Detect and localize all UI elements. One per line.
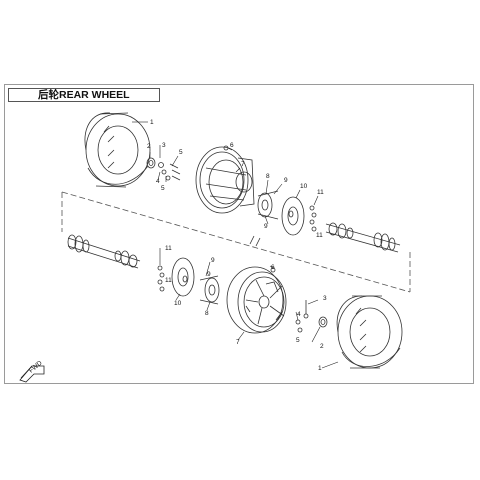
bottom-brake-disc bbox=[171, 257, 195, 297]
callout-9: 9 bbox=[284, 177, 288, 184]
callout-11: 11 bbox=[317, 189, 324, 196]
callout-9: 9 bbox=[264, 223, 268, 230]
callout-2: 2 bbox=[147, 143, 151, 150]
top-cap-parts bbox=[158, 162, 181, 181]
callout-2: 2 bbox=[320, 343, 324, 350]
top-drive-shaft bbox=[325, 222, 401, 253]
callout-11: 11 bbox=[316, 232, 323, 239]
callout-4: 4 bbox=[156, 178, 160, 185]
callout-7: 7 bbox=[236, 339, 240, 346]
callout-6: 6 bbox=[271, 264, 275, 271]
fwd-arrow-icon bbox=[19, 365, 45, 383]
bottom-hub-nut bbox=[318, 316, 328, 328]
leader-lines bbox=[132, 121, 339, 369]
top-brake-disc bbox=[281, 196, 305, 236]
separator-line bbox=[61, 191, 411, 293]
callout-11: 11 bbox=[165, 245, 172, 252]
break-mark bbox=[249, 235, 261, 247]
callout-10: 10 bbox=[174, 300, 182, 307]
bottom-tire bbox=[336, 295, 403, 369]
callout-4: 4 bbox=[297, 311, 301, 318]
callout-8: 8 bbox=[205, 310, 209, 317]
callout-5: 5 bbox=[179, 149, 183, 156]
diagram-frame bbox=[4, 84, 474, 384]
callout-7: 7 bbox=[241, 161, 245, 168]
callout-10: 10 bbox=[300, 183, 308, 190]
callout-9: 9 bbox=[211, 257, 215, 264]
top-hub-flange bbox=[257, 190, 279, 220]
top-bolts bbox=[309, 205, 317, 232]
bottom-cap-parts bbox=[295, 300, 309, 333]
bottom-hub-flange bbox=[199, 275, 220, 305]
top-tire bbox=[84, 112, 151, 188]
callout-1: 1 bbox=[150, 119, 154, 126]
bottom-rim bbox=[226, 266, 287, 334]
callout-11: 11 bbox=[165, 277, 172, 284]
top-rim bbox=[195, 146, 255, 214]
fwd-label: FWD bbox=[28, 359, 44, 374]
diagram-title: 后轮REAR WHEEL bbox=[38, 89, 130, 101]
callout-1: 1 bbox=[318, 365, 322, 372]
top-hub-nut bbox=[146, 157, 156, 169]
callout-5: 5 bbox=[161, 185, 165, 192]
callout-8: 8 bbox=[266, 173, 270, 180]
bottom-drive-shaft bbox=[67, 234, 141, 269]
callout-3: 3 bbox=[323, 295, 327, 302]
callout-6: 6 bbox=[230, 142, 234, 149]
bottom-bolts bbox=[157, 265, 165, 292]
title-tab bbox=[8, 88, 160, 102]
callout-5: 5 bbox=[296, 337, 300, 344]
bottom-valve bbox=[270, 267, 276, 273]
callout-9: 9 bbox=[207, 271, 211, 278]
callout-3: 3 bbox=[162, 142, 166, 149]
